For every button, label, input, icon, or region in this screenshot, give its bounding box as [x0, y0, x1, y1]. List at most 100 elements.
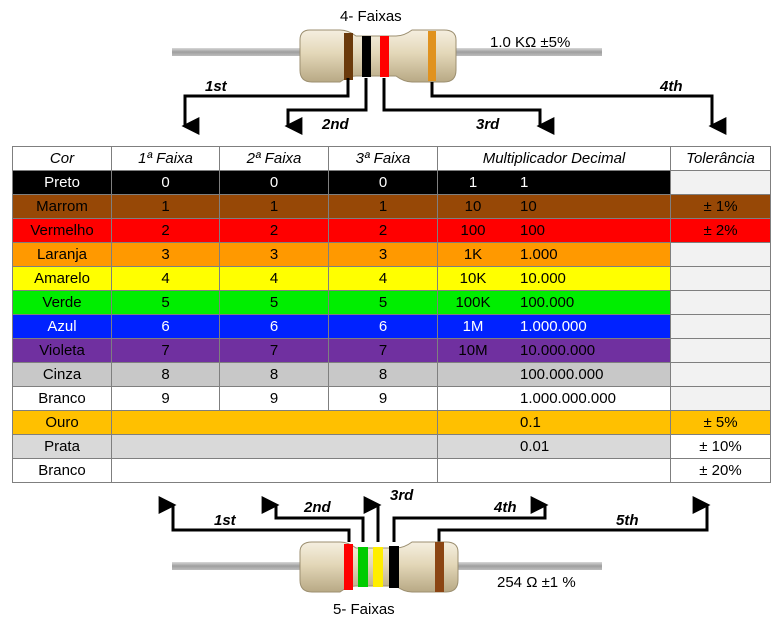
cell-tolerancia: ± 2% — [670, 218, 771, 243]
header-tolerancia: Tolerância — [670, 146, 771, 171]
multiplicador-abbrev — [438, 438, 508, 455]
multiplicador-decimal: 1 — [520, 174, 529, 191]
cell-faixa-1: 6 — [111, 314, 220, 339]
top-arrow-label-3rd: 3rd — [476, 116, 500, 133]
cell-faixa-2: 9 — [219, 386, 329, 411]
cell-faixa-3: 8 — [328, 362, 438, 387]
cell-tolerancia — [670, 242, 771, 267]
cell-cor: Amarelo — [12, 266, 112, 291]
cell-multiplicador: 10K 10.000 — [437, 266, 671, 291]
table-row: Ouro 0.1 ± 5% — [12, 410, 771, 435]
top-band-4 — [428, 31, 436, 81]
cell-tolerancia — [670, 290, 771, 315]
cell-faixa-1: 9 — [111, 386, 220, 411]
cell-faixa-2: 8 — [219, 362, 329, 387]
cell-cor: Branco — [12, 458, 112, 483]
bottom-arrow-4th — [392, 496, 549, 542]
cell-faixa-1: 4 — [111, 266, 220, 291]
cell-multiplicador: 0.01 — [437, 434, 671, 459]
multiplicador-abbrev: 1 — [468, 174, 478, 191]
top-arrow-label-2nd: 2nd — [322, 116, 349, 133]
bottom-arrow-label-5th: 5th — [616, 512, 639, 529]
cell-faixa-1: 3 — [111, 242, 220, 267]
multiplicador-decimal: 10.000 — [520, 270, 566, 287]
cell-faixa-2: 4 — [219, 266, 329, 291]
cell-faixas-empty — [111, 458, 438, 483]
top-arrow-3rd — [382, 78, 555, 135]
cell-faixa-3: 3 — [328, 242, 438, 267]
cell-faixa-3: 6 — [328, 314, 438, 339]
cell-faixa-1: 7 — [111, 338, 220, 363]
cell-faixa-2: 6 — [219, 314, 329, 339]
top-arrow-label-1st: 1st — [205, 78, 227, 95]
multiplicador-decimal: 0.1 — [520, 414, 541, 431]
multiplicador-abbrev: 10 — [464, 198, 482, 215]
cell-faixa-3: 7 — [328, 338, 438, 363]
top-resistor-title: 4- Faixas — [340, 8, 402, 25]
multiplicador-abbrev: 100 — [460, 222, 486, 239]
cell-multiplicador: 0.1 — [437, 410, 671, 435]
cell-faixa-1: 5 — [111, 290, 220, 315]
cell-tolerancia: ± 20% — [670, 458, 771, 483]
multiplicador-decimal: 1.000.000 — [520, 318, 587, 335]
cell-cor: Ouro — [12, 410, 112, 435]
cell-faixa-3: 9 — [328, 386, 438, 411]
multiplicador-decimal: 1.000 — [520, 246, 558, 263]
bottom-arrow-label-4th: 4th — [494, 499, 517, 516]
top-resistor — [172, 29, 602, 83]
cell-faixa-2: 0 — [219, 170, 329, 195]
bottom-band-1 — [344, 544, 353, 590]
cell-multiplicador: 1.000.000.000 — [437, 386, 671, 411]
top-band-2 — [362, 36, 371, 77]
cell-cor: Verde — [12, 290, 112, 315]
top-arrows — [181, 78, 727, 135]
multiplicador-abbrev: 10K — [459, 270, 487, 287]
bottom-band-4 — [389, 546, 399, 588]
cell-cor: Laranja — [12, 242, 112, 267]
cell-faixa-2: 2 — [219, 218, 329, 243]
table-row: Branco ± 20% — [12, 458, 771, 483]
bottom-resistor — [172, 541, 602, 593]
top-resistor-value: 1.0 KΩ ±5% — [490, 34, 571, 51]
cell-tolerancia: ± 5% — [670, 410, 771, 435]
cell-cor: Vermelho — [12, 218, 112, 243]
cell-faixa-3: 0 — [328, 170, 438, 195]
multiplicador-decimal: 100.000 — [520, 294, 575, 311]
bottom-arrow-label-3rd: 3rd — [390, 487, 414, 504]
multiplicador-decimal: 100.000.000 — [520, 366, 604, 383]
cell-tolerancia — [670, 266, 771, 291]
multiplicador-decimal: 10.000.000 — [520, 342, 596, 359]
cell-faixa-3: 2 — [328, 218, 438, 243]
cell-tolerancia — [670, 338, 771, 363]
multiplicador-decimal: 0.01 — [520, 438, 550, 455]
cell-faixa-2: 3 — [219, 242, 329, 267]
multiplicador-decimal: 1.000.000.000 — [520, 390, 616, 407]
top-band-3 — [380, 36, 389, 77]
header-multiplicador: Multiplicador Decimal — [437, 146, 671, 171]
cell-faixa-2: 5 — [219, 290, 329, 315]
multiplicador-abbrev: 100K — [455, 294, 491, 311]
cell-cor: Violeta — [12, 338, 112, 363]
cell-faixa-1: 8 — [111, 362, 220, 387]
multiplicador-abbrev — [438, 390, 508, 407]
top-band-1 — [344, 33, 353, 80]
multiplicador-decimal: 100 — [520, 222, 546, 239]
cell-faixas-empty — [111, 410, 438, 435]
bottom-band-5 — [435, 542, 444, 592]
cell-cor: Marrom — [12, 194, 112, 219]
top-resistor-body — [299, 29, 457, 83]
cell-cor: Prata — [12, 434, 112, 459]
bottom-resistor-value: 254 Ω ±1 % — [497, 574, 576, 591]
